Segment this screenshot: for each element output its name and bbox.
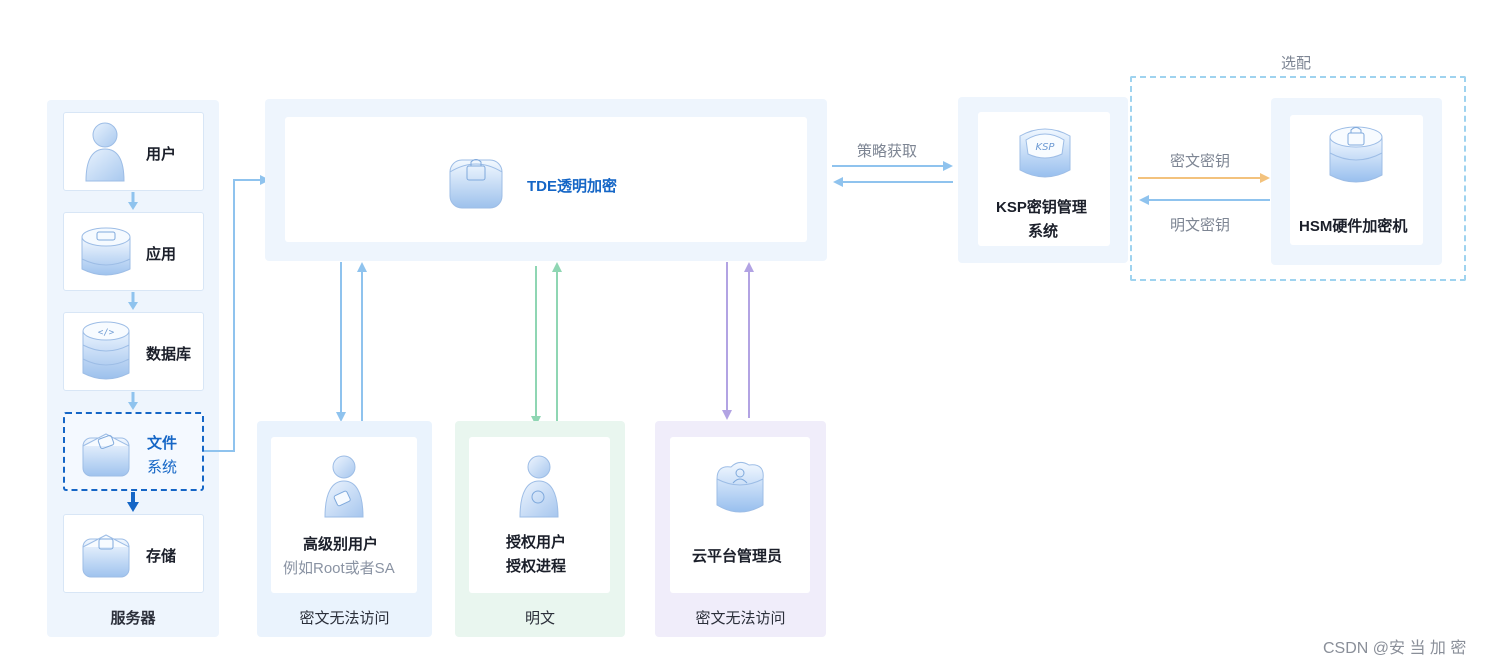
user-lock-icon (324, 455, 364, 518)
server-item-label: 用户 (146, 146, 177, 163)
svg-text:</>: </> (98, 328, 115, 338)
key-arrows (1138, 173, 1270, 205)
cloud-admin-icon (716, 461, 764, 513)
lock-cube-icon (449, 159, 503, 209)
policy-arrows (832, 161, 953, 187)
server-item-label: 数据库 (146, 346, 192, 363)
hsm-lock-icon (1329, 126, 1383, 183)
server-item-app[interactable]: 应用 (63, 212, 204, 291)
storage-icon (82, 534, 130, 578)
ksp-card[interactable]: KSP KSP密钥管理 系统 (978, 112, 1110, 246)
policy-edge-label: 策略获取 (857, 143, 918, 160)
server-item-user[interactable]: 用户 (63, 112, 204, 191)
tde-user-arrows (336, 262, 754, 426)
high-level-user-title: 高级别用户 (303, 536, 379, 553)
watermark: CSDN @安 当 加 密 (1323, 640, 1467, 657)
plain-key-label: 明文密钥 (1170, 217, 1231, 234)
cloud-admin-title: 云平台管理员 (692, 548, 783, 565)
authorized-user-title-line2: 授权进程 (506, 558, 567, 575)
high-level-user-footer: 密文无法访问 (299, 610, 390, 627)
server-item-label: 应用 (146, 246, 177, 263)
file-system-icon (82, 433, 130, 477)
ksp-shield-icon: KSP (1019, 128, 1071, 178)
server-item-database[interactable]: </> 数据库 (63, 312, 204, 391)
server-footer: 服务器 (110, 610, 156, 627)
high-level-user-card[interactable]: 高级别用户 例如Root或者SA (271, 437, 417, 593)
server-item-label-line2: 系统 (147, 459, 178, 476)
server-item-label: 存储 (146, 548, 177, 565)
server-item-storage[interactable]: 存储 (63, 514, 204, 593)
server-item-label: 文件 (147, 435, 178, 452)
authorized-user-title-line1: 授权用户 (506, 534, 567, 551)
app-cylinder-icon (81, 227, 131, 276)
ksp-title-line1: KSP密钥管理 (996, 199, 1087, 216)
cloud-admin-card[interactable]: 云平台管理员 (670, 437, 810, 593)
hsm-title: HSM硬件加密机 (1299, 218, 1408, 235)
database-icon: </> (82, 321, 130, 380)
file-to-tde-arrow (204, 175, 270, 452)
optional-label: 选配 (1281, 55, 1312, 72)
server-item-file-system[interactable]: 文件 系统 (63, 412, 204, 491)
tde-card[interactable]: TDE透明加密 (285, 117, 807, 242)
server-flow-arrows (127, 192, 139, 512)
high-level-user-subtitle: 例如Root或者SA (283, 560, 395, 577)
authorized-user-footer: 明文 (524, 610, 555, 627)
tde-title: TDE透明加密 (527, 178, 618, 195)
authorized-user-icon (519, 455, 559, 518)
hsm-card[interactable]: HSM硬件加密机 (1290, 115, 1423, 245)
cipher-key-label: 密文密钥 (1170, 153, 1231, 170)
svg-text:KSP: KSP (1036, 142, 1056, 153)
optional-region (1130, 76, 1466, 281)
ksp-title-line2: 系统 (1028, 223, 1059, 240)
authorized-user-card[interactable]: 授权用户 授权进程 (469, 437, 610, 593)
cloud-admin-footer: 密文无法访问 (695, 610, 786, 627)
user-icon (85, 122, 125, 182)
